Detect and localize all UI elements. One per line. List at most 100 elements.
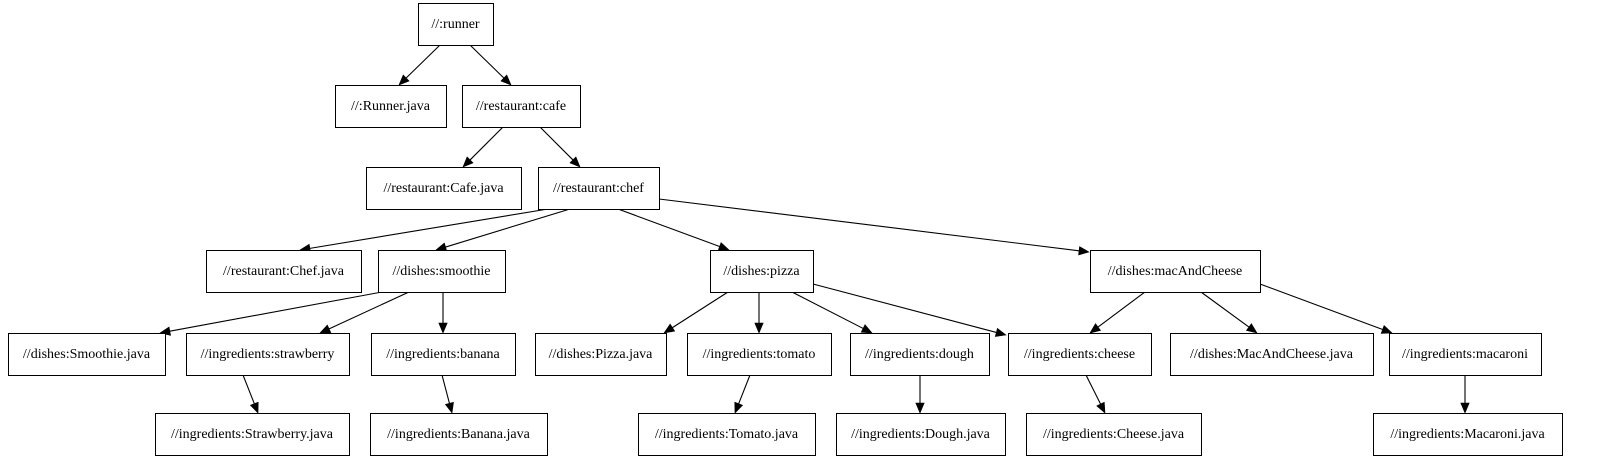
- edge-arrowhead-icon: [860, 324, 873, 334]
- node-box[interactable]: [1090, 250, 1261, 293]
- graph-node-dishes_macandchz[interactable]: //dishes:macAndCheese: [1090, 250, 1261, 293]
- edge-line: [791, 291, 864, 329]
- edge-ing_macaroni-to-macaroni_java: [1460, 375, 1470, 414]
- edge-arrowhead-icon: [1245, 323, 1258, 334]
- node-box[interactable]: [366, 167, 522, 210]
- graph-node-macaroni_java[interactable]: //ingredients:Macaroni.java: [1373, 413, 1563, 456]
- edge-restaurant_chef-to-dishes_smoothie: [435, 208, 571, 252]
- node-label: //ingredients:tomato: [703, 347, 816, 362]
- edge-arrowhead-icon: [1096, 401, 1106, 414]
- edge-dishes_macandchz-to-macandchz_java: [1200, 291, 1258, 334]
- edge-dishes_pizza-to-pizza_java: [663, 291, 729, 334]
- graph-node-cheese_java[interactable]: //ingredients:Cheese.java: [1026, 413, 1202, 456]
- graph-node-restaurant_chef[interactable]: //restaurant:chef: [538, 167, 660, 210]
- node-box[interactable]: [538, 167, 660, 210]
- node-box[interactable]: [836, 413, 1006, 456]
- node-box[interactable]: [186, 333, 350, 376]
- node-box[interactable]: [1389, 333, 1542, 376]
- node-box[interactable]: [370, 413, 548, 456]
- graph-node-banana_java[interactable]: //ingredients:Banana.java: [370, 413, 548, 456]
- graph-node-pizza_java[interactable]: //dishes:Pizza.java: [535, 333, 667, 376]
- graph-node-ing_banana[interactable]: //ingredients:banana: [371, 333, 516, 376]
- node-label: //dishes:pizza: [723, 264, 800, 279]
- graph-node-dishes_pizza[interactable]: //dishes:pizza: [710, 250, 814, 293]
- node-box[interactable]: [1170, 333, 1374, 376]
- graph-node-restaurant_cafe[interactable]: //restaurant:cafe: [462, 85, 581, 128]
- node-box[interactable]: [155, 413, 350, 456]
- node-box[interactable]: [1373, 413, 1563, 456]
- edge-arrowhead-icon: [915, 402, 925, 414]
- edge-dishes_pizza-to-ing_dough: [791, 291, 873, 334]
- node-label: //restaurant:chef: [553, 181, 644, 196]
- edge-arrowhead-icon: [1089, 323, 1102, 334]
- edge-runner-to-runner_java: [398, 44, 441, 86]
- graph-node-chef_java[interactable]: //restaurant:Chef.java: [206, 250, 362, 293]
- node-label: //ingredients:Banana.java: [387, 427, 530, 442]
- edge-restaurant_cafe-to-restaurant_chef: [539, 126, 581, 168]
- node-box[interactable]: [418, 3, 494, 46]
- graph-node-ing_cheese[interactable]: //ingredients:cheese: [1008, 333, 1152, 376]
- node-box[interactable]: [687, 333, 832, 376]
- edge-line: [1259, 283, 1383, 331]
- edge-arrowhead-icon: [435, 242, 448, 252]
- edge-line: [1085, 374, 1102, 405]
- node-box[interactable]: [335, 85, 447, 128]
- node-box[interactable]: [1026, 413, 1202, 456]
- edge-line: [445, 208, 571, 248]
- graph-node-runner[interactable]: //:runner: [418, 3, 494, 46]
- edge-line: [328, 291, 410, 330]
- graph-node-smoothie_java[interactable]: //dishes:Smoothie.java: [8, 333, 166, 376]
- edge-line: [1097, 291, 1146, 328]
- node-label: //dishes:MacAndCheese.java: [1190, 347, 1354, 362]
- node-box[interactable]: [378, 250, 506, 293]
- graph-node-strawberry_java[interactable]: //ingredients:Strawberry.java: [155, 413, 350, 456]
- edge-line: [539, 126, 574, 161]
- node-box[interactable]: [206, 250, 362, 293]
- node-label: //ingredients:cheese: [1024, 347, 1135, 362]
- node-label: //ingredients:strawberry: [201, 347, 335, 362]
- node-box[interactable]: [371, 333, 516, 376]
- node-label: //:runner: [431, 17, 480, 32]
- graph-node-cafe_java[interactable]: //restaurant:Cafe.java: [366, 167, 522, 210]
- edge-line: [169, 291, 383, 332]
- edge-dishes_smoothie-to-ing_strawberry: [319, 291, 410, 334]
- edge-line: [242, 374, 255, 404]
- edge-line: [441, 374, 450, 404]
- node-box[interactable]: [1008, 333, 1152, 376]
- node-label: //:Runner.java: [351, 99, 431, 114]
- node-box[interactable]: [638, 413, 816, 456]
- node-box[interactable]: [462, 85, 581, 128]
- edge-line: [672, 291, 729, 329]
- graph-node-dishes_smoothie[interactable]: //dishes:smoothie: [378, 250, 506, 293]
- node-box[interactable]: [710, 250, 814, 293]
- edge-arrowhead-icon: [1078, 246, 1090, 256]
- node-label: //ingredients:Tomato.java: [655, 427, 799, 442]
- edge-arrowhead-icon: [444, 401, 454, 414]
- graph-node-macandchz_java[interactable]: //dishes:MacAndCheese.java: [1170, 333, 1374, 376]
- node-box[interactable]: [8, 333, 166, 376]
- graph-node-runner_java[interactable]: //:Runner.java: [335, 85, 447, 128]
- edge-restaurant_chef-to-chef_java: [299, 208, 549, 253]
- graph-node-tomato_java[interactable]: //ingredients:Tomato.java: [638, 413, 816, 456]
- edge-restaurant_cafe-to-cafe_java: [462, 126, 504, 168]
- graph-node-ing_macaroni[interactable]: //ingredients:macaroni: [1389, 333, 1542, 376]
- graph-node-ing_dough[interactable]: //ingredients:dough: [850, 333, 990, 376]
- edge-dishes_pizza-to-ing_tomato: [754, 292, 764, 334]
- graph-node-dough_java[interactable]: //ingredients:Dough.java: [836, 413, 1006, 456]
- graph-node-ing_tomato[interactable]: //ingredients:tomato: [687, 333, 832, 376]
- edge-line: [658, 198, 1080, 252]
- node-label: //ingredients:banana: [386, 347, 500, 362]
- graph-node-ing_strawberry[interactable]: //ingredients:strawberry: [186, 333, 350, 376]
- edge-arrowhead-icon: [717, 242, 730, 251]
- node-label: //restaurant:cafe: [476, 99, 566, 114]
- edge-dishes_pizza-to-ing_cheese: [812, 283, 1007, 337]
- node-box[interactable]: [850, 333, 990, 376]
- edge-dishes_smoothie-to-ing_banana: [438, 292, 448, 334]
- edge-dishes_macandchz-to-ing_macaroni: [1259, 283, 1393, 334]
- node-label: //restaurant:Cafe.java: [383, 181, 504, 196]
- node-label: //dishes:Pizza.java: [549, 347, 654, 362]
- edge-restaurant_chef-to-dishes_pizza: [617, 208, 730, 251]
- node-label: //ingredients:Strawberry.java: [171, 427, 334, 442]
- node-box[interactable]: [535, 333, 667, 376]
